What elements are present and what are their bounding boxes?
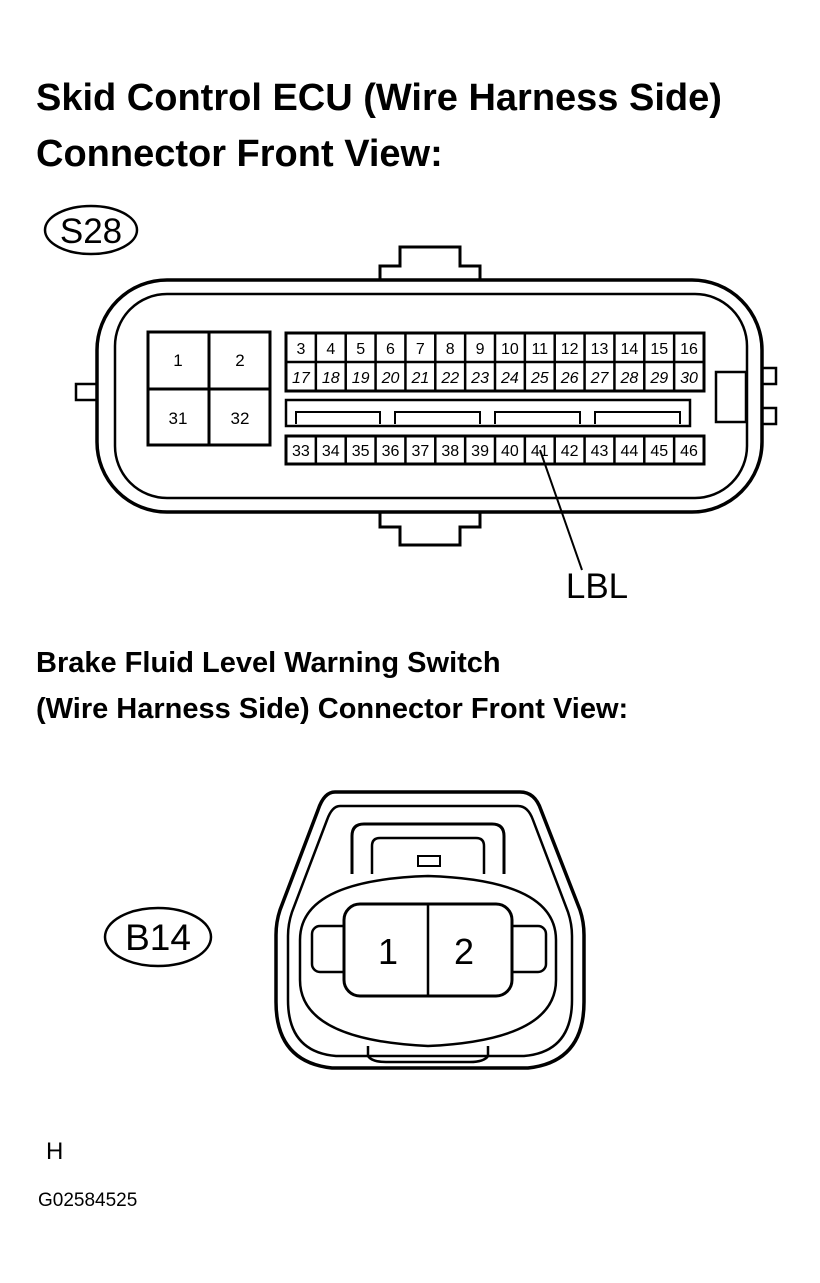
pin-label: 9 [476,341,485,358]
pin-label: 1 [173,351,182,370]
s28-right-latch [714,370,748,424]
pin-label: 11 [531,341,548,358]
pin-label: 46 [680,443,698,460]
pin-label: 20 [381,370,400,387]
b14-pin-label: 1 [378,931,398,972]
pin-label: 45 [650,443,668,460]
pin-label: 40 [501,443,519,460]
pin-label: 42 [561,443,579,460]
pin-label: 36 [382,443,400,460]
pin-label: 15 [650,341,668,358]
s28-upper-dividers [314,333,676,391]
switch-title-line2: (Wire Harness Side) Connector Front View… [36,693,629,725]
pin-label: 30 [680,370,698,387]
b14-mating-face [298,874,558,1048]
pin-label: 23 [470,370,489,387]
pin-label: 17 [292,370,311,387]
footer-letter: H [46,1138,64,1165]
s28-middle-rail [284,398,692,428]
b14-code-label: B14 [125,917,191,958]
s28-left-nub [74,382,97,402]
pin-label: 19 [352,370,370,387]
s28-bottom-key [378,512,482,547]
b14-code-ellipse [103,906,213,968]
lbl-callout-line [539,449,583,571]
s28-pin-row-3: 33 34 35 36 37 38 39 40 41 42 43 44 45 46 [292,443,698,460]
pin-label: 28 [619,370,638,387]
pin-label: 27 [590,370,610,387]
pin-label: 25 [530,370,549,387]
pin-label: 31 [169,409,188,428]
s28-code-label: S28 [60,212,122,251]
pin-label: 8 [446,341,455,358]
pin-label: 6 [386,341,395,358]
ecu-connector-title: Skid Control ECU (Wire Harness Side) Con… [36,70,722,182]
s28-code-ellipse [43,204,139,256]
pin-label: 24 [500,370,519,387]
s28-rail-slots [295,411,681,424]
pin-label: 14 [620,341,638,358]
b14-connector [103,790,586,1070]
pin-label: 34 [322,443,340,460]
s28-top-key [378,245,482,280]
s28-right-tabs [762,366,778,426]
pin-label: 39 [471,443,489,460]
b14-inner-shell [286,804,574,1058]
ecu-title-line2: Connector Front View: [36,133,443,175]
s28-pin-row-1: 3 4 5 6 7 8 9 10 11 12 13 14 15 16 [296,341,698,358]
pin-label: 38 [441,443,459,460]
pin-label: 43 [591,443,609,460]
pin-label: 3 [296,341,305,358]
pin-label: 21 [410,370,429,387]
pin-label: 4 [326,341,335,358]
s28-pin-row-2: 17 18 19 20 21 22 23 24 25 26 27 28 29 30 [292,370,698,387]
pin-label: 12 [561,341,579,358]
pin-label: 41 [531,443,549,460]
ecu-title-line1: Skid Control ECU (Wire Harness Side) [36,77,722,119]
s28-outer-body [95,278,764,514]
pin-label: 29 [649,370,668,387]
b14-lock-arm [350,822,506,874]
switch-connector-title: Brake Fluid Level Warning Switch (Wire H… [36,640,628,732]
pin-label: 10 [501,341,519,358]
lbl-callout-label: LBL [566,567,628,606]
s28-lower-dividers [314,436,676,464]
pin-label: 13 [591,341,609,358]
switch-title-line1: Brake Fluid Level Warning Switch [36,647,501,679]
pin-label: 5 [356,341,365,358]
figure-id: G02584525 [38,1190,138,1211]
pin-label: 18 [322,370,340,387]
b14-pin-label: 2 [454,931,474,972]
b14-outer-shell [274,790,586,1070]
pin-label: 37 [411,443,429,460]
s28-connector [43,204,778,571]
pin-label: 26 [560,370,579,387]
pin-label: 35 [352,443,370,460]
pin-label: 7 [416,341,425,358]
pin-label: 44 [620,443,638,460]
pin-label: 16 [680,341,698,358]
b14-bottom-key [366,1046,490,1064]
pin-label: 22 [440,370,459,387]
pin-label: 32 [231,409,250,428]
pin-label: 33 [292,443,310,460]
pin-label: 2 [235,351,244,370]
